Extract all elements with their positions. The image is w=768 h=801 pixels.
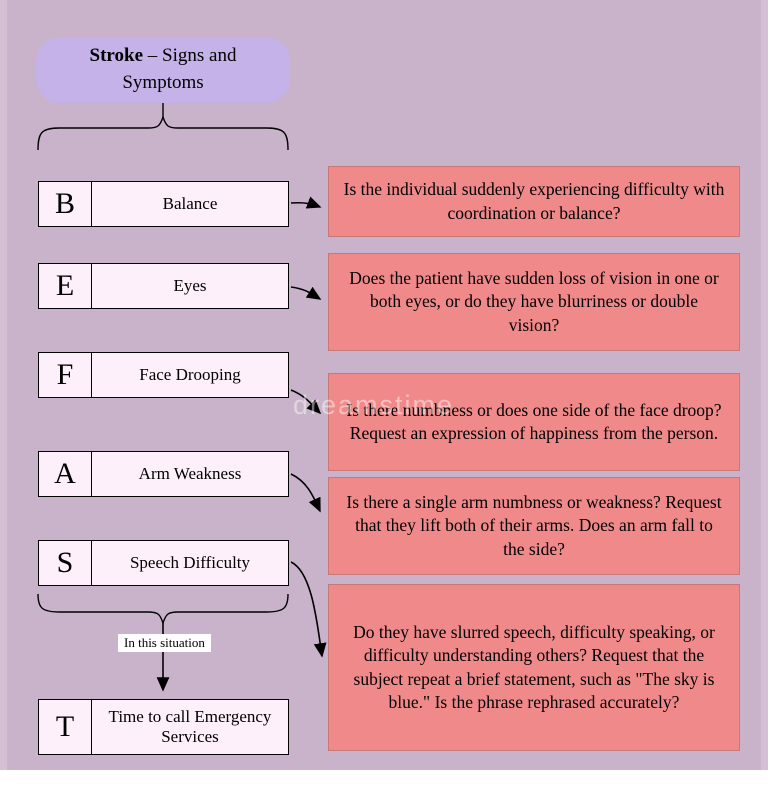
description-eyes-text: Does the patient have sudden loss of vis… xyxy=(349,268,719,335)
bottom-brace xyxy=(37,593,289,626)
speech-arrow xyxy=(290,561,327,658)
description-balance-text: Is the individual suddenly experiencing … xyxy=(343,179,725,223)
label-box-eyes: Eyes xyxy=(91,263,289,309)
diagram-title: Stroke – Signs and Symptoms xyxy=(36,37,290,103)
footer-bar xyxy=(0,770,768,801)
title-rest: – Signs and Symptoms xyxy=(122,45,237,93)
letter-a: A xyxy=(54,457,76,490)
letter-f: F xyxy=(56,358,74,391)
label-balance: Balance xyxy=(162,193,218,213)
letter-e: E xyxy=(55,269,75,302)
letter-box-f: F xyxy=(38,352,92,398)
right-edge-strip xyxy=(761,0,768,770)
label-face-drooping: Face Drooping xyxy=(139,364,241,384)
label-box-speech-difficulty: Speech Difficulty xyxy=(91,540,289,586)
situation-label: In this situation xyxy=(118,634,211,652)
description-speech-difficulty: Do they have slurred speech, difficulty … xyxy=(328,584,740,751)
letter-s: S xyxy=(56,546,74,579)
letter-box-a: A xyxy=(38,451,92,497)
letter-box-b: B xyxy=(38,181,92,227)
description-face-drooping: Is there numbness or does one side of th… xyxy=(328,373,740,471)
diagram-title-text: Stroke – Signs and Symptoms xyxy=(54,43,272,96)
description-arm-text: Is there a single arm numbness or weakne… xyxy=(346,492,722,559)
description-balance: Is the individual suddenly experiencing … xyxy=(328,166,740,237)
label-box-arm-weakness: Arm Weakness xyxy=(91,451,289,497)
description-speech-text: Do they have slurred speech, difficulty … xyxy=(353,621,715,712)
label-box-face-drooping: Face Drooping xyxy=(91,352,289,398)
face-arrow xyxy=(290,389,322,415)
label-speech-difficulty: Speech Difficulty xyxy=(129,552,251,572)
eyes-arrow xyxy=(290,286,322,300)
title-bold-word: Stroke xyxy=(89,45,144,67)
label-time-to-call: Time to call Emergency Services xyxy=(108,706,272,746)
balance-arrow xyxy=(290,196,322,209)
top-brace xyxy=(37,114,289,151)
label-box-time-to-call: Time to call Emergency Services xyxy=(91,699,289,755)
label-arm-weakness: Arm Weakness xyxy=(138,463,242,483)
description-eyes: Does the patient have sudden loss of vis… xyxy=(328,253,740,351)
letter-t: T xyxy=(55,710,75,743)
description-arm-weakness: Is there a single arm numbness or weakne… xyxy=(328,477,740,575)
letter-box-t: T xyxy=(38,699,92,755)
arm-arrow xyxy=(290,473,321,513)
label-eyes: Eyes xyxy=(173,275,207,295)
left-edge-strip xyxy=(0,0,7,770)
letter-b: B xyxy=(54,187,75,220)
label-box-balance: Balance xyxy=(91,181,289,227)
letter-box-e: E xyxy=(38,263,92,309)
letter-box-s: S xyxy=(38,540,92,586)
description-face-text: Is there numbness or does one side of th… xyxy=(346,399,722,443)
